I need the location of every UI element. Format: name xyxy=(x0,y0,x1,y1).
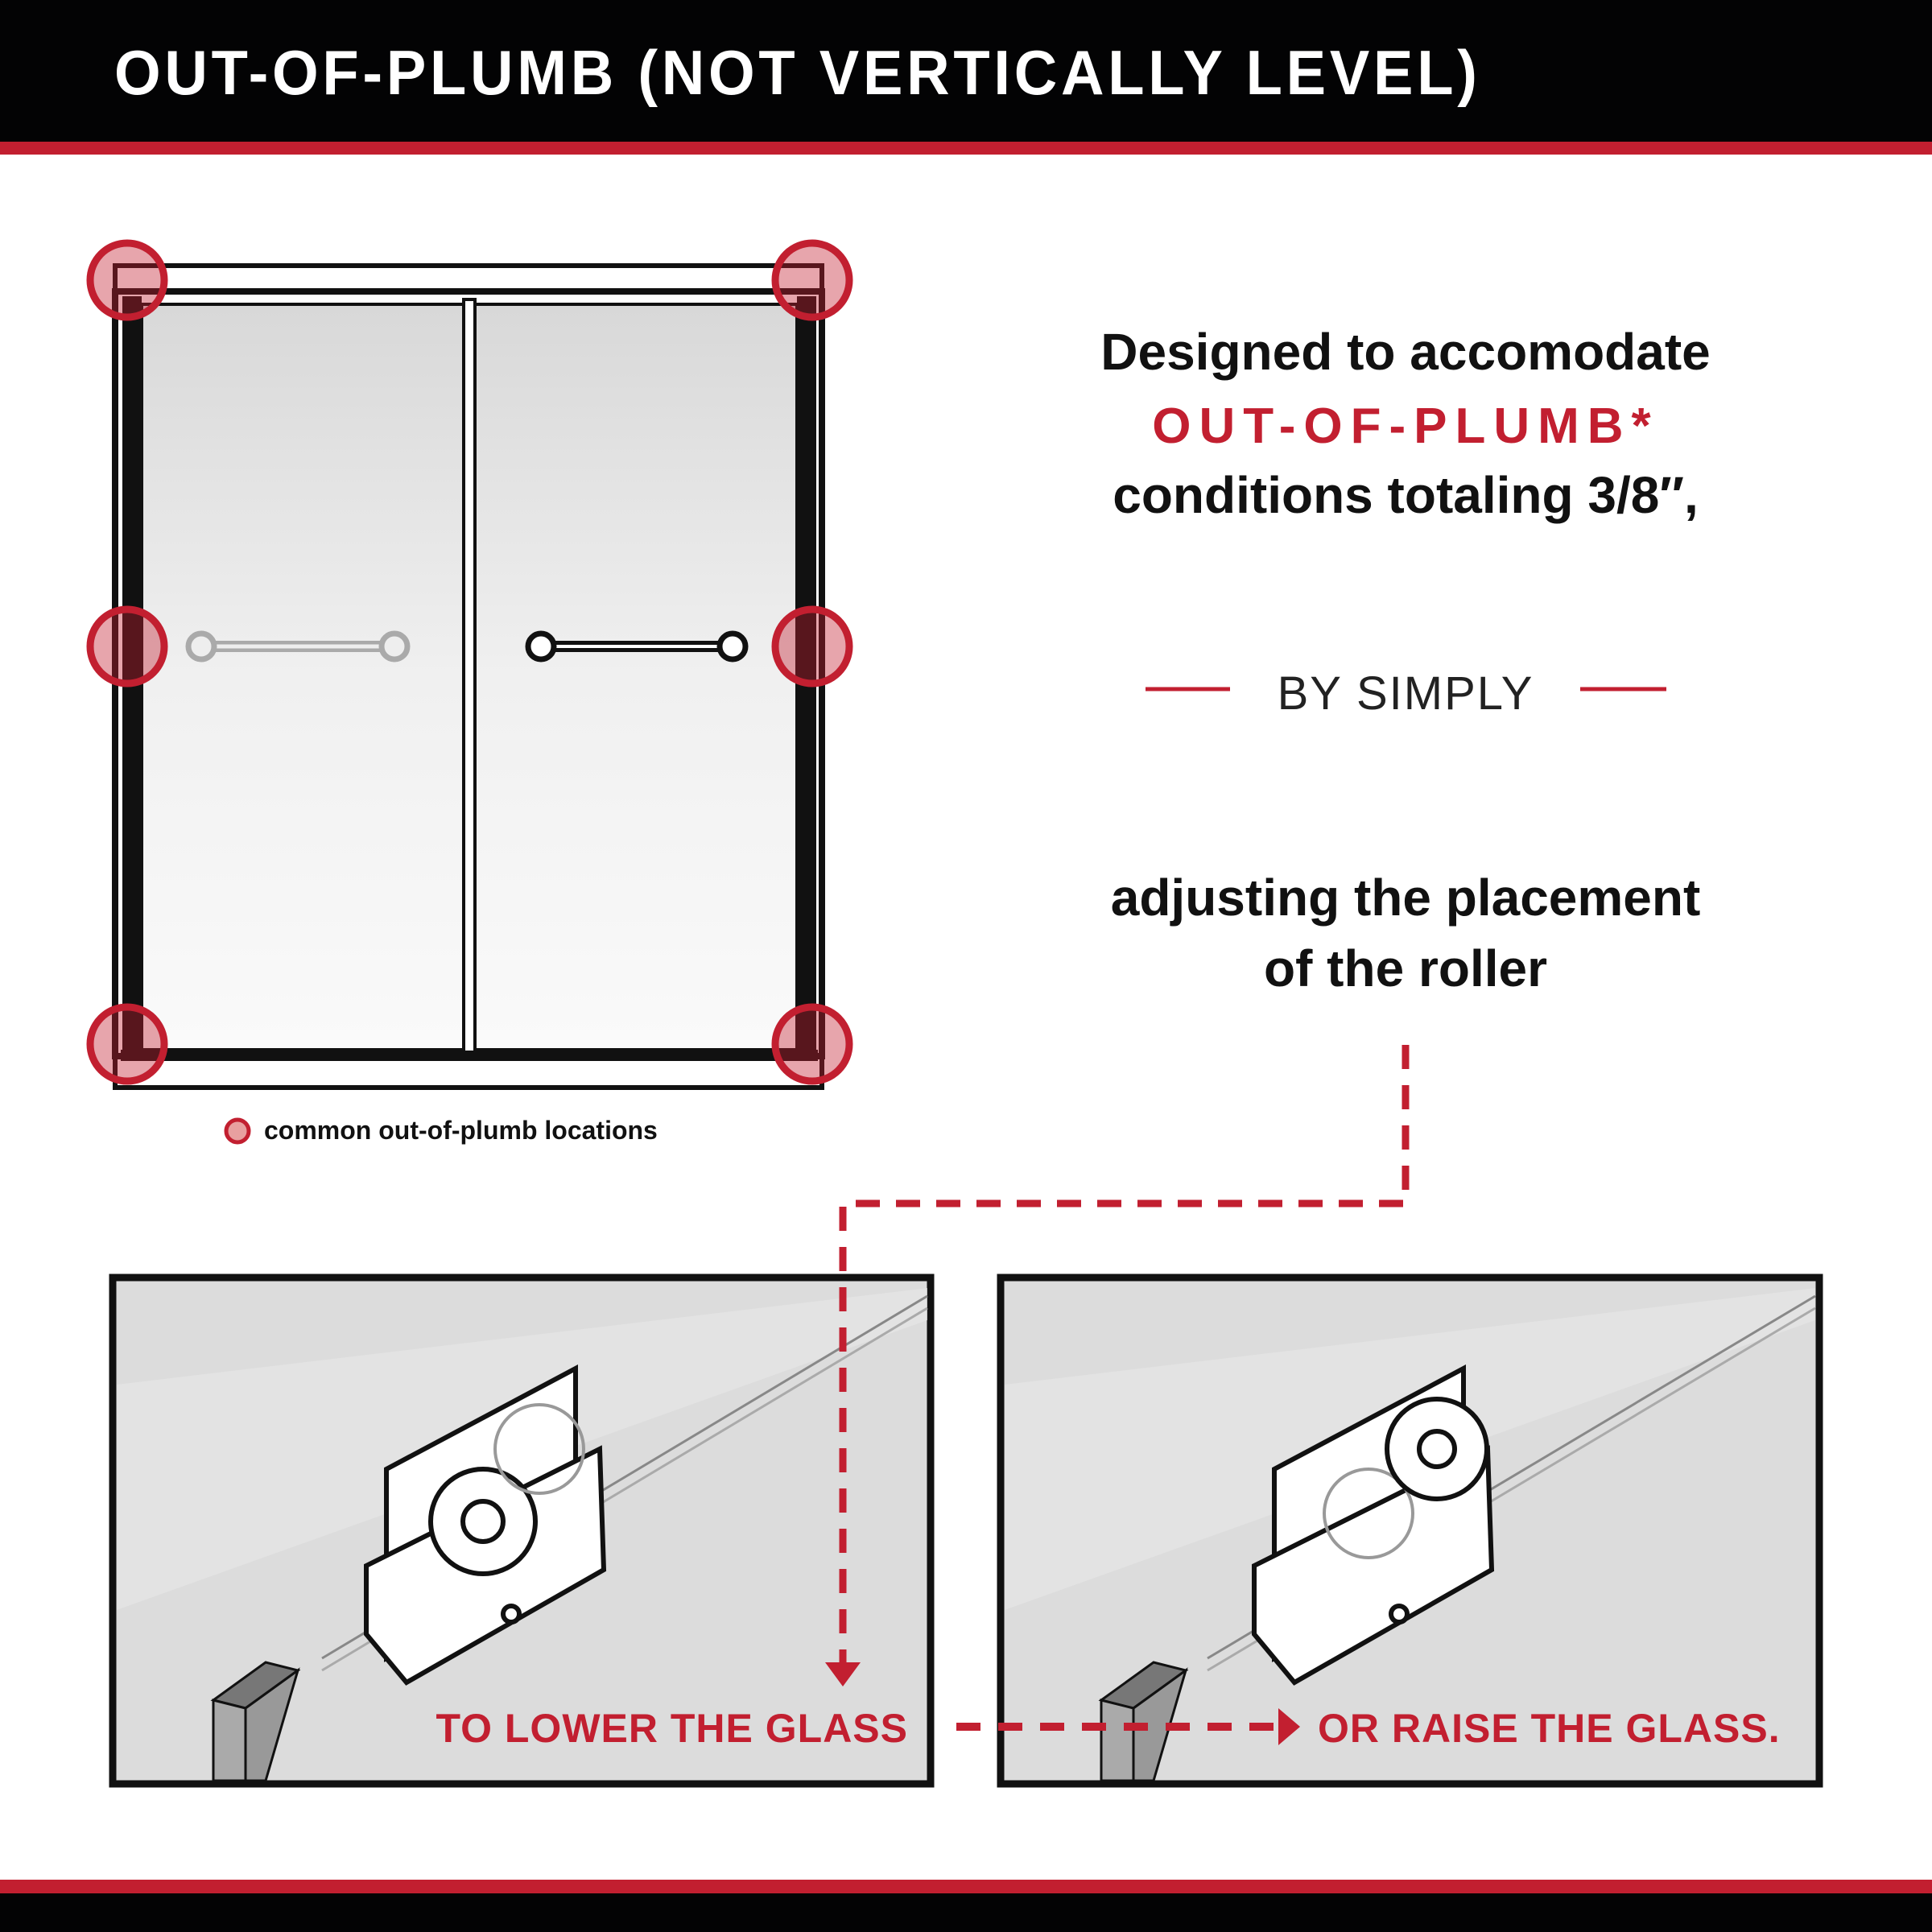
header-red-stripe xyxy=(0,142,1932,155)
arrow-down-icon xyxy=(825,1662,861,1686)
panel-raise-glass xyxy=(997,1274,1823,1788)
page-title: OUT-OF-PLUMB (NOT VERTICALLY LEVEL) xyxy=(114,37,1481,108)
divider-text: BY SIMPLY xyxy=(1277,667,1534,720)
legend-label: common out-of-plumb locations xyxy=(264,1116,658,1145)
marker-top-left xyxy=(86,239,168,321)
arrow-right-icon xyxy=(1278,1708,1300,1745)
callout-highlight: OUT-OF-PLUMB* xyxy=(1152,398,1659,454)
out-of-plumb-markers xyxy=(86,239,853,1085)
callout-line-1: Designed to accomodate xyxy=(1100,323,1711,381)
shower-door-illustration xyxy=(86,239,853,1090)
footer-red-stripe xyxy=(0,1880,1932,1893)
towel-bar-left-icon xyxy=(185,630,411,663)
roller-bracket-icon xyxy=(1252,1364,1495,1686)
legend-dot-icon xyxy=(224,1117,251,1145)
callout-line-5: of the roller xyxy=(1263,939,1548,997)
callout-line-3: conditions totaling 3/8″, xyxy=(1113,466,1699,524)
caption-raise-glass: OR RAISE THE GLASS. xyxy=(1318,1706,1781,1751)
marker-mid-left xyxy=(86,605,168,687)
footer-bar xyxy=(0,1893,1932,1932)
panel-lower-glass xyxy=(109,1274,935,1788)
marker-top-right xyxy=(771,239,853,321)
marker-bottom-right xyxy=(771,1003,853,1085)
marker-bottom-left xyxy=(86,1003,168,1085)
roller-bracket-icon xyxy=(364,1364,607,1686)
towel-bar-right-icon xyxy=(525,630,749,663)
marker-mid-right xyxy=(771,605,853,687)
header-bar xyxy=(0,0,1932,142)
caption-lower-glass: TO LOWER THE GLASS xyxy=(436,1706,908,1751)
callout-line-4: adjusting the placement xyxy=(1110,869,1701,927)
